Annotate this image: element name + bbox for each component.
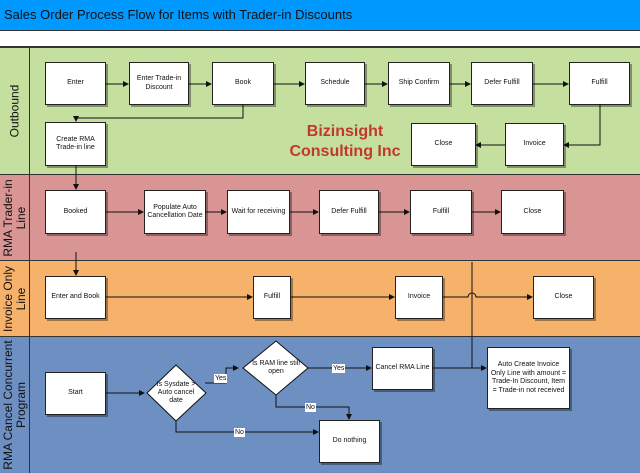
step-fulfill: Fulfill bbox=[569, 62, 630, 105]
step-defer-fulfill: Defer Fulfill bbox=[471, 62, 533, 105]
prog-cancel-rma: Cancel RMA Line bbox=[372, 347, 433, 390]
diagram-title: Sales Order Process Flow for Items with … bbox=[4, 7, 353, 22]
lane-title-invoice-line2: Line bbox=[13, 287, 28, 310]
lane-title-rma-line2: Line bbox=[13, 206, 28, 229]
prog-q1-text: Is Sysdate > Auto cancel date bbox=[156, 381, 196, 404]
prog-start: Start bbox=[45, 372, 106, 415]
rma-booked: Booked bbox=[45, 190, 106, 234]
step-schedule: Schedule bbox=[305, 62, 365, 105]
io-close: Close bbox=[533, 276, 594, 319]
lane-title-program-line1: RMA Cancel Concurrent bbox=[0, 340, 15, 470]
rma-wait-receiving: Wait for receiving bbox=[227, 190, 290, 234]
step-enter: Enter bbox=[45, 62, 106, 105]
lane-title-invoice-line1: Invoice Only bbox=[0, 265, 15, 332]
label-no-q2: No bbox=[305, 403, 316, 412]
io-invoice: Invoice bbox=[395, 276, 443, 319]
lane-label-outbound: Outbound bbox=[0, 48, 30, 174]
step-create-rma: Create RMA Trade-in line bbox=[45, 122, 106, 166]
prog-do-nothing: Do nothing bbox=[319, 420, 380, 463]
lane-title-rma-line1: RMA Trader-in bbox=[0, 178, 15, 257]
label-no-q1: No bbox=[234, 428, 245, 437]
step-close-outbound: Close bbox=[411, 123, 476, 166]
step-enter-tradein: Enter Trade-in Discount bbox=[129, 62, 189, 105]
label-yes-q1: Yes bbox=[214, 374, 228, 383]
rma-close: Close bbox=[501, 190, 564, 234]
company-name-line2: Consulting Inc bbox=[289, 143, 401, 160]
label-yes-q2: Yes bbox=[332, 364, 346, 373]
step-ship-confirm: Ship Confirm bbox=[388, 62, 450, 105]
lane-title-program-line2: Program bbox=[13, 381, 28, 429]
rma-defer-fulfill: Defer Fulfill bbox=[319, 190, 379, 234]
title-bar: Sales Order Process Flow for Items with … bbox=[0, 0, 640, 31]
prog-q2-text: Is RAM line still open bbox=[252, 360, 300, 375]
prog-auto-invoice: Auto Create Invoice Only Line with amoun… bbox=[487, 347, 570, 409]
io-fulfill: Fulfill bbox=[253, 276, 291, 319]
company-name: Bizinsight Consulting Inc bbox=[270, 122, 420, 162]
io-enter-book: Enter and Book bbox=[45, 276, 106, 319]
step-book: Book bbox=[212, 62, 274, 105]
lane-title-outbound: Outbound bbox=[7, 84, 21, 138]
company-name-line1: Bizinsight bbox=[306, 123, 384, 140]
rma-populate-date: Populate Auto Cancellation Date bbox=[144, 190, 206, 234]
step-invoice-outbound: Invoice bbox=[505, 123, 564, 166]
header-spacer bbox=[0, 31, 640, 47]
rma-fulfill: Fulfill bbox=[410, 190, 472, 234]
